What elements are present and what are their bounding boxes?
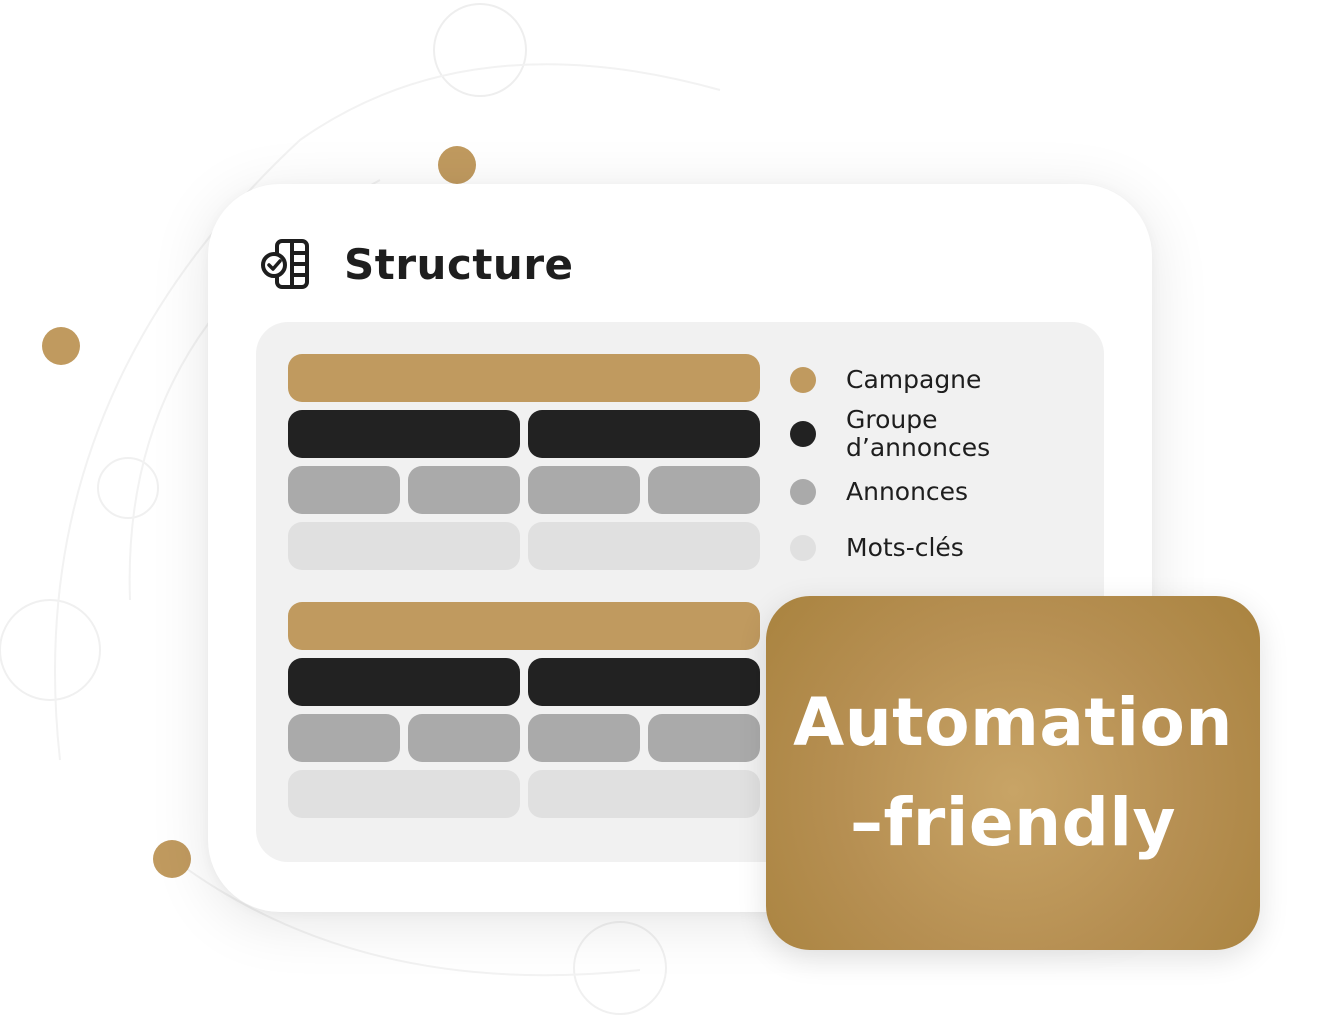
ad-block bbox=[408, 714, 520, 762]
legend-item-groupe: Groupe d’annonces bbox=[790, 406, 990, 462]
legend-label: Annonces bbox=[846, 478, 968, 506]
keyword-block bbox=[528, 522, 760, 570]
ad-group-block bbox=[528, 410, 760, 458]
ad-block bbox=[288, 466, 400, 514]
badge-line-1: Automation bbox=[793, 684, 1233, 761]
ad-block bbox=[528, 714, 640, 762]
legend-label-line: Groupe bbox=[846, 405, 938, 434]
legend-dot-annonces bbox=[790, 479, 816, 505]
legend-label-line: Mots-clés bbox=[846, 533, 964, 562]
ad-block bbox=[648, 714, 760, 762]
keyword-block bbox=[288, 770, 520, 818]
ad-block bbox=[288, 714, 400, 762]
legend-dot-groupe bbox=[790, 421, 816, 447]
legend-label: Campagne bbox=[846, 366, 981, 394]
ad-block bbox=[408, 466, 520, 514]
ad-group-block bbox=[288, 658, 520, 706]
ad-group-block bbox=[288, 410, 520, 458]
legend-dot-mots-cles bbox=[790, 535, 816, 561]
automation-friendly-badge: Automation –friendly bbox=[766, 596, 1260, 950]
card-title: Structure bbox=[344, 239, 574, 289]
legend-item-mots-cles: Mots-clés bbox=[790, 534, 964, 562]
card-header: Structure bbox=[260, 232, 574, 296]
ad-block bbox=[648, 466, 760, 514]
legend-label: Groupe d’annonces bbox=[846, 406, 990, 462]
legend-item-annonces: Annonces bbox=[790, 478, 968, 506]
legend-label-line: Campagne bbox=[846, 365, 982, 394]
legend-label-line: Annonces bbox=[846, 477, 969, 506]
legend-label-line: d’annonces bbox=[846, 433, 991, 462]
orbit-dot-left bbox=[42, 327, 80, 365]
campaign-block bbox=[288, 602, 760, 650]
keyword-block bbox=[528, 770, 760, 818]
legend-dot-campagne bbox=[790, 367, 816, 393]
ad-group-block bbox=[528, 658, 760, 706]
orbit-dot-bottom bbox=[153, 840, 191, 878]
legend-label: Mots-clés bbox=[846, 534, 964, 562]
legend-item-campagne: Campagne bbox=[790, 366, 981, 394]
keyword-block bbox=[288, 522, 520, 570]
ad-block bbox=[528, 466, 640, 514]
campaign-block bbox=[288, 354, 760, 402]
structure-icon bbox=[261, 239, 309, 289]
badge-line-2: –friendly bbox=[849, 784, 1177, 861]
orbit-dot-top bbox=[438, 146, 476, 184]
